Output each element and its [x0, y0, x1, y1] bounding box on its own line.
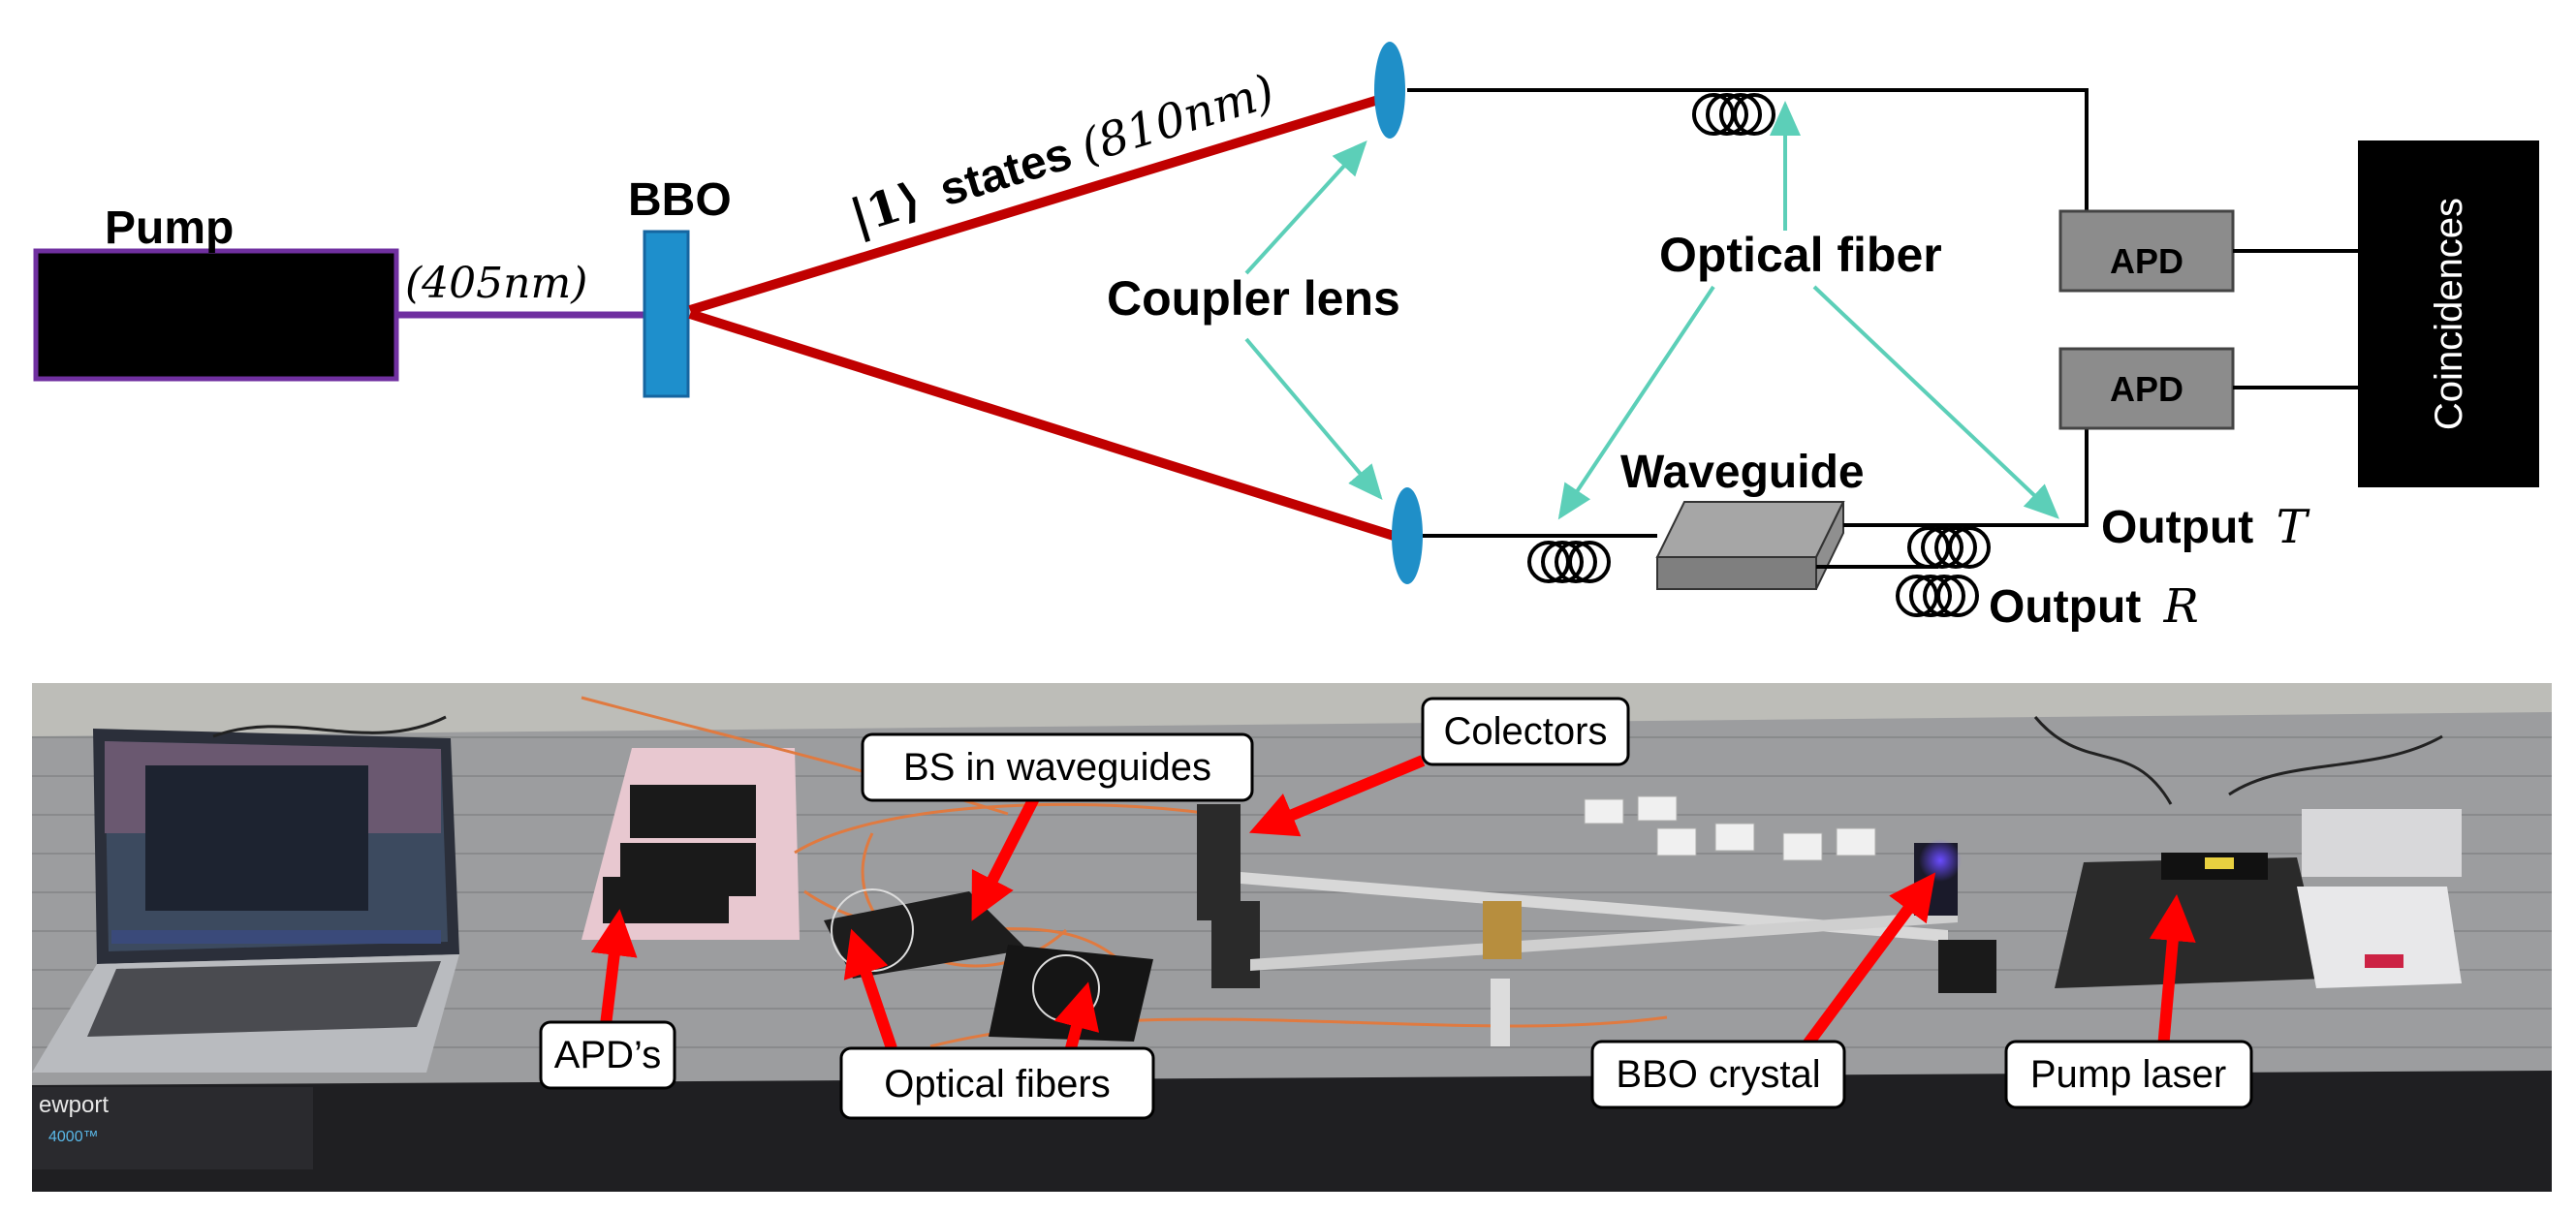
output-r-symbol: R	[2163, 579, 2199, 634]
waveguide-block	[1655, 501, 1845, 590]
arrow-apds	[590, 909, 638, 1026]
fiber-arrow-right	[1812, 285, 2059, 519]
coupler-lens-bottom	[1392, 487, 1423, 584]
waveguide-label: Waveguide	[1620, 447, 1865, 498]
fiber-top-path	[1407, 88, 2089, 211]
callout-fibers: Optical fibers	[839, 1046, 1155, 1120]
optical-fiber-label: Optical fiber	[1659, 228, 1942, 282]
apd-bottom-box	[2058, 347, 2235, 430]
svg-text:Colectors: Colectors	[1444, 710, 1608, 753]
storage-box	[2302, 809, 2462, 877]
apd-bottom-label: APD	[2110, 369, 2183, 409]
callout-pump: Pump laser	[2004, 1040, 2253, 1109]
photon-beam-lower	[688, 309, 1396, 541]
apd-devices	[603, 785, 756, 923]
lab-photo: ewport 4000™	[32, 683, 2552, 1192]
apd-top-label: APD	[2110, 241, 2183, 281]
output-t-word: Output	[2101, 502, 2253, 553]
svg-text:BBO crystal: BBO crystal	[1616, 1053, 1820, 1096]
callout-apds: APD’s	[539, 1020, 676, 1090]
arrow-colectors	[1248, 755, 1426, 837]
svg-text:Pump laser: Pump laser	[2030, 1053, 2226, 1096]
svg-text:APD’s: APD’s	[554, 1034, 661, 1076]
arrow-pump	[2149, 894, 2196, 1049]
output-r-label: Output R	[1989, 579, 2199, 634]
table-model: 4000™	[48, 1129, 99, 1145]
callout-arrows	[590, 755, 2196, 1052]
output-t-fiber	[1843, 383, 2089, 527]
laptop	[32, 729, 459, 1073]
sample-boxes	[1584, 795, 1876, 861]
table-brand: ewport	[39, 1092, 109, 1118]
callout-bs: BS in waveguides	[861, 732, 1254, 802]
coupler-lens-label: Coupler lens	[1107, 271, 1400, 326]
bbo-crystal	[643, 230, 690, 398]
coupler-arrow-down	[1244, 337, 1383, 501]
pump-wavelength: (405nm)	[405, 259, 587, 308]
photon-beam-upper	[688, 92, 1390, 315]
arrow-bbo	[1800, 872, 1936, 1052]
fiber-arrow-left	[1557, 285, 1715, 520]
collectors	[1197, 804, 1260, 988]
output-r-word: Output	[1989, 581, 2141, 633]
output-t-symbol: T	[2277, 500, 2310, 554]
table-front	[32, 1071, 2552, 1192]
arrow-fibers-left	[843, 928, 897, 1050]
coincidences-label: Coincidences	[2428, 198, 2470, 430]
coupler-lens-top	[1374, 42, 1405, 139]
coupler-arrow-up	[1244, 140, 1367, 275]
rail-lower	[1250, 911, 1958, 971]
arrow-fibers-right	[1053, 981, 1100, 1050]
pump-box	[33, 248, 399, 382]
arrow-bs	[971, 794, 1041, 921]
brass-mount	[1483, 901, 1522, 959]
pump-label: Pump	[105, 202, 234, 254]
table-plate	[32, 1087, 313, 1169]
bbo-glow	[1919, 839, 1962, 882]
cables	[212, 715, 2443, 805]
coincidences-box	[2358, 140, 2539, 487]
fiber-coil-output-t	[1907, 526, 1991, 569]
svg-text:Optical fibers: Optical fibers	[884, 1063, 1110, 1105]
fiber-coil-output-r	[1896, 575, 1979, 617]
callout-bbo: BBO crystal	[1590, 1040, 1846, 1109]
states-ket: |1⟩	[844, 172, 927, 245]
bbo-label: BBO	[628, 174, 732, 226]
fiber-coil-top	[1692, 93, 1775, 136]
output-t-label: Output T	[2101, 500, 2310, 554]
fiber-coil-bottom	[1527, 541, 1611, 583]
svg-text:BS in waveguides: BS in waveguides	[903, 746, 1211, 789]
controller-box	[2297, 887, 2462, 988]
post	[1491, 979, 1510, 1046]
callout-colectors: Colectors	[1421, 697, 1630, 766]
schematic: Pump (405nm) BBO |1⟩ states (810nm)	[33, 42, 2539, 634]
